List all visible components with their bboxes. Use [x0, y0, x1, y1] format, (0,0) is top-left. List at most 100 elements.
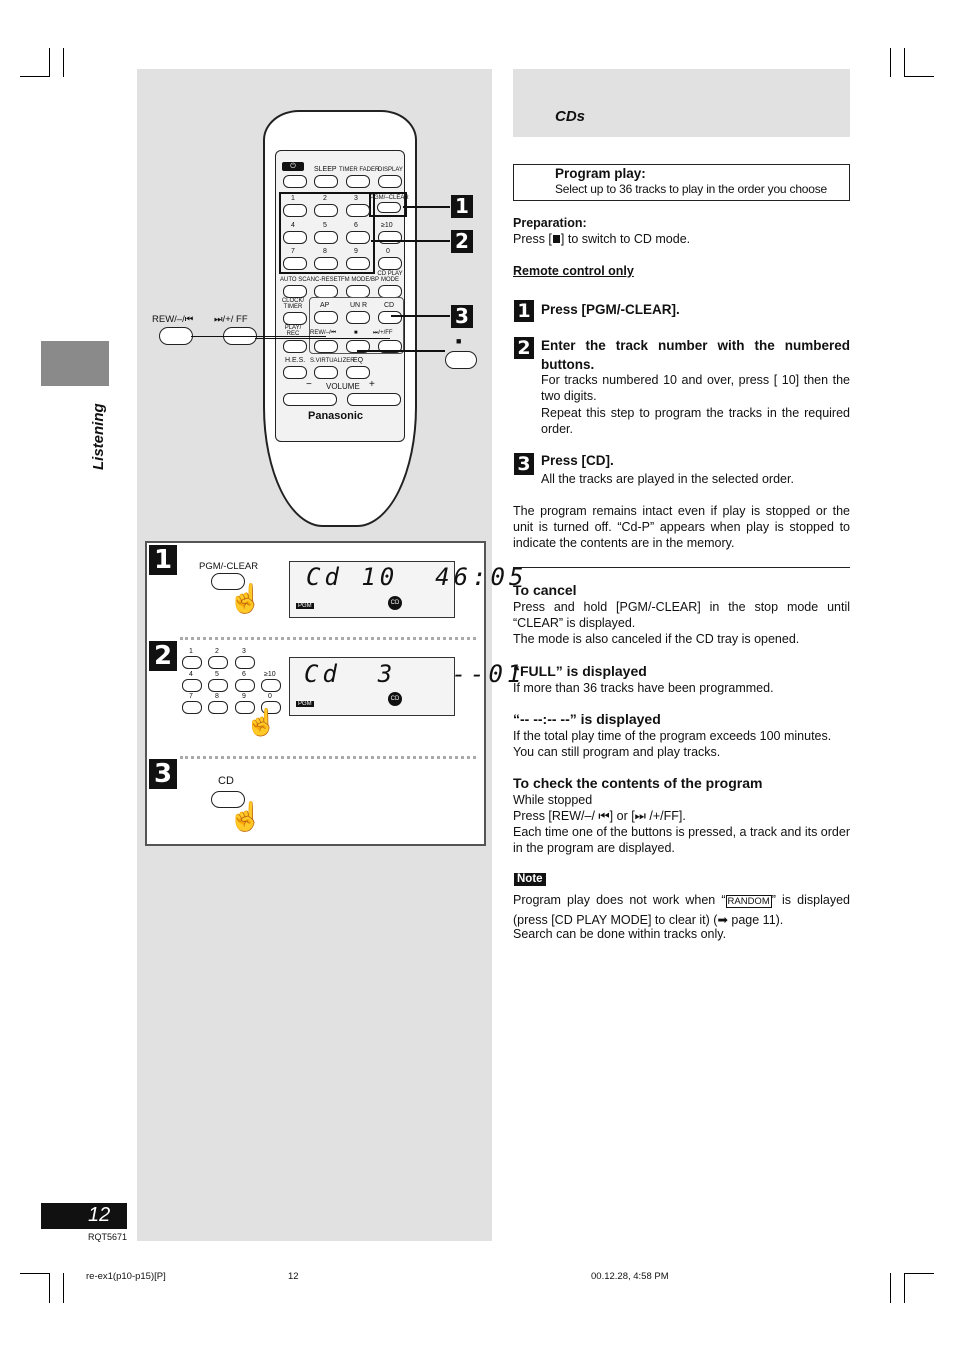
note-label: Note — [514, 873, 546, 886]
power-button[interactable] — [283, 175, 307, 188]
auto-scan-button[interactable] — [283, 285, 307, 298]
pad-label-1: 1 — [189, 648, 193, 655]
display-button[interactable] — [378, 175, 402, 188]
pad-label-8: 8 — [215, 693, 219, 700]
illus-cd-button[interactable] — [211, 791, 245, 808]
digit-button-4[interactable] — [283, 231, 307, 244]
sleep-button[interactable] — [314, 175, 338, 188]
note-line-1: Program play does not work when “RANDOM”… — [513, 891, 850, 929]
digit-label-8: 8 — [323, 248, 327, 255]
hes-button[interactable] — [283, 366, 307, 379]
pad-label-9: 9 — [242, 693, 246, 700]
digit-label-0: 0 — [386, 248, 390, 255]
digit-button-1[interactable] — [283, 204, 307, 217]
preparation-text-b: ] to switch to CD mode. — [560, 232, 691, 246]
digit-button-3[interactable] — [346, 204, 370, 217]
fm-mode-label: FM MODE/BP — [341, 277, 380, 283]
dashes-line-1: If the total play time of the program ex… — [513, 729, 832, 743]
pad-button-8[interactable] — [208, 701, 228, 714]
pad-button-5[interactable] — [208, 679, 228, 692]
eq-button[interactable] — [346, 366, 370, 379]
pad-label-6: 6 — [242, 671, 246, 678]
stop-inner-button[interactable] — [346, 340, 370, 353]
digit-button-2[interactable] — [314, 204, 338, 217]
stop-outer-button[interactable] — [445, 351, 477, 369]
step-number-2: 2 — [514, 337, 534, 359]
pad-label-5: 5 — [215, 671, 219, 678]
note-line-1a: Program play does not work when “ — [513, 893, 726, 907]
pad-button-3[interactable] — [235, 656, 255, 669]
illus-pgm-label: PGM/-CLEAR — [199, 561, 259, 572]
illus-pgm-button[interactable] — [211, 573, 245, 590]
digit-button-0[interactable] — [378, 257, 402, 270]
program-play-title: Program play: — [555, 166, 646, 181]
play-rec-button[interactable] — [283, 340, 307, 353]
pad-button-7[interactable] — [182, 701, 202, 714]
program-play-box — [513, 164, 850, 201]
step-2-note-1: For tracks numbered 10 and over, press [… — [541, 373, 850, 403]
rew-inner-button[interactable] — [314, 340, 338, 353]
svirtualizer-label: S.VIRTUALIZER — [310, 358, 355, 364]
illus-step-2: 2 — [149, 641, 177, 671]
divider — [513, 567, 850, 568]
hand-icon-3: ☝ — [228, 801, 263, 832]
pad-button-2[interactable] — [208, 656, 228, 669]
footer-page: 12 — [288, 1271, 299, 1282]
pad-label-4: 4 — [189, 671, 193, 678]
footer-timestamp: 00.12.28, 4:58 PM — [591, 1271, 669, 1282]
pad-button-10[interactable] — [261, 679, 281, 692]
volume-label: VOLUME — [326, 382, 360, 391]
lcd-text-2: Cd 3 --01 — [304, 660, 526, 688]
cd-button[interactable] — [378, 311, 402, 324]
timer-fader-button[interactable] — [346, 175, 370, 188]
remote-step-2: 2 — [451, 230, 473, 253]
digit-label-9: 9 — [354, 248, 358, 255]
pad-label-10: ≥10 — [264, 671, 276, 678]
leader-line-3 — [391, 315, 450, 317]
rew-outer-label: REW/–/⏮ — [152, 314, 194, 325]
deck-group — [309, 297, 404, 354]
pad-button-4[interactable] — [182, 679, 202, 692]
step-1-title: Press [PGM/-CLEAR]. — [541, 302, 680, 317]
section-label-listening: Listening — [90, 403, 107, 470]
clock-timer-label: CLOCK/ TIMER — [281, 298, 305, 310]
ap-button[interactable] — [314, 311, 338, 324]
digit-highlight — [279, 192, 375, 274]
stop-inner-label: ■ — [354, 330, 358, 336]
pgm-clear-button[interactable] — [377, 202, 401, 213]
digit-button-6[interactable] — [346, 231, 370, 244]
power-icon: ⏻ — [282, 162, 304, 171]
vol-minus-label: − — [306, 379, 312, 390]
preparation-text: Press [ ] to switch to CD mode. — [513, 231, 690, 247]
leader-line-2 — [371, 240, 450, 242]
step-2-note-2: Repeat this step to program the tracks i… — [541, 406, 850, 436]
digit-button-10[interactable] — [378, 231, 402, 244]
digit-button-5[interactable] — [314, 231, 338, 244]
check-line-1: While stopped — [513, 793, 593, 807]
footer-file: re-ex1(p10-p15)[P] — [86, 1271, 166, 1282]
digit-button-8[interactable] — [314, 257, 338, 270]
pad-button-9[interactable] — [235, 701, 255, 714]
unr-button[interactable] — [346, 311, 370, 324]
svirtualizer-button[interactable] — [314, 366, 338, 379]
clock-timer-button[interactable] — [283, 312, 307, 325]
rew-outer-button[interactable] — [159, 327, 193, 345]
check-line-2: Press [REW/–/ ⏮] or [⏭ /+/FF]. — [513, 809, 686, 823]
volume-down-button[interactable] — [283, 393, 337, 406]
pad-label-3: 3 — [242, 648, 246, 655]
dotted-separator-2 — [180, 756, 476, 759]
preparation-text-a: Press [ — [513, 232, 552, 246]
pad-button-6[interactable] — [235, 679, 255, 692]
volume-up-button[interactable] — [347, 393, 401, 406]
vol-plus-label: + — [369, 379, 375, 390]
page-number: 12 — [88, 1204, 111, 1226]
stop-outer-label: ■ — [456, 336, 462, 346]
pgm-clear-label: PGM/–CLEAR — [370, 195, 409, 201]
pad-button-0[interactable] — [261, 701, 281, 714]
ff-inner-button[interactable] — [378, 340, 402, 353]
digit-button-9[interactable] — [346, 257, 370, 270]
digit-button-7[interactable] — [283, 257, 307, 270]
illus-step-1: 1 — [149, 545, 177, 575]
check-line-3: Each time one of the buttons is pressed,… — [513, 825, 850, 855]
pad-button-1[interactable] — [182, 656, 202, 669]
